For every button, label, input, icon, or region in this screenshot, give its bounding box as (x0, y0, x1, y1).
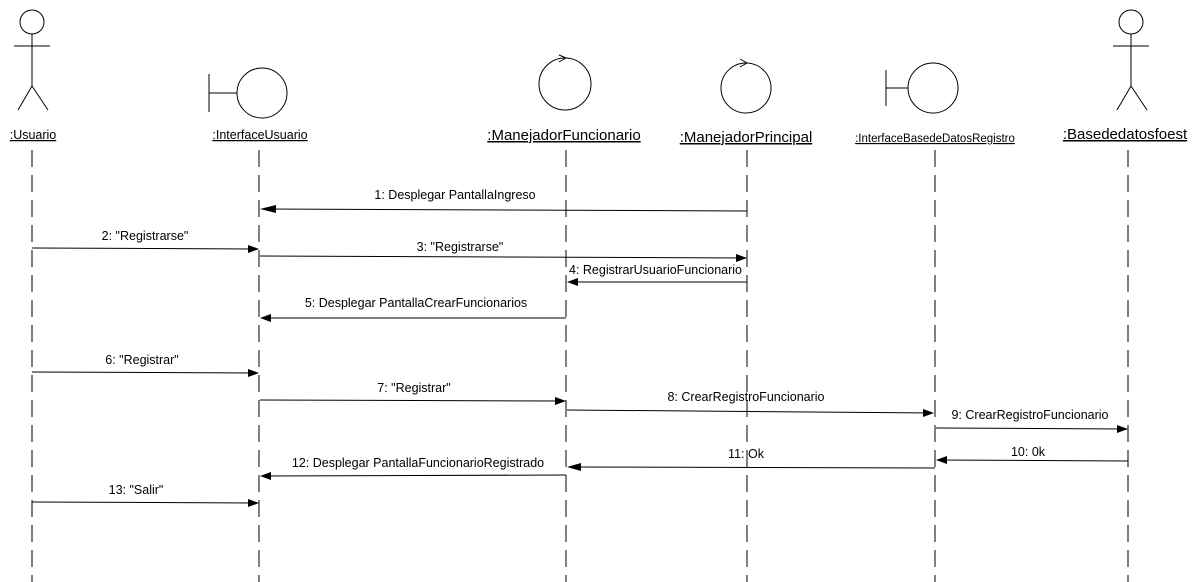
arrowhead-icon (736, 254, 747, 262)
participant-label-interface-bd-registro: :InterfaceBasedeDatosRegistro (855, 133, 1015, 145)
message-8: 8: CrearRegistroFuncionario (566, 390, 934, 417)
arrowhead-icon (260, 205, 276, 213)
actor-basededatos-icon (1113, 9, 1149, 111)
arrowhead-icon (555, 397, 566, 405)
arrowhead-icon (567, 463, 581, 471)
control-manejador-funcionario-icon (538, 54, 592, 111)
message-label-4: 4: RegistrarUsuarioFuncionario (569, 263, 742, 277)
message-label-1: 1: Desplegar PantallaIngreso (374, 188, 535, 202)
participant-label-usuario: :Usuario (10, 128, 57, 142)
message-3: 3: "Registrarse" (259, 240, 747, 262)
message-label-3: 3: "Registrarse" (417, 240, 504, 254)
arrowhead-icon (260, 314, 271, 322)
arrowhead-icon (260, 472, 271, 480)
message-label-8: 8: CrearRegistroFuncionario (667, 390, 824, 404)
message-label-13: 13: "Salir" (109, 483, 164, 497)
message-10: 10: 0k (936, 445, 1129, 464)
arrowhead-icon (248, 499, 259, 507)
message-7: 7: "Registrar" (259, 381, 566, 405)
message-label-7: 7: "Registrar" (377, 381, 450, 395)
participant-label-manejador-principal: :ManejadorPrincipal (680, 129, 813, 146)
message-6: 6: "Registrar" (31, 353, 259, 377)
arrowhead-icon (923, 409, 934, 417)
participant-label-interface-usuario: :InterfaceUsuario (212, 128, 307, 142)
message-label-9: 9: CrearRegistroFuncionario (951, 408, 1108, 422)
message-9: 9: CrearRegistroFuncionario (935, 408, 1128, 433)
message-13: 13: "Salir" (31, 483, 259, 507)
message-12: 12: Desplegar PantallaFuncionarioRegistr… (260, 456, 567, 480)
participant-label-manejador-funcionario: :ManejadorFuncionario (487, 127, 640, 144)
actor-usuario-icon (14, 9, 50, 111)
message-4: 4: RegistrarUsuarioFuncionario (567, 263, 747, 286)
message-1: 1: Desplegar PantallaIngreso (260, 188, 748, 213)
message-label-2: 2: "Registrarse" (102, 229, 189, 243)
arrowhead-icon (567, 278, 578, 286)
participant-label-basededatos: :Basededatosfoest (1063, 126, 1188, 143)
message-label-5: 5: Desplegar PantallaCrearFuncionarios (305, 296, 527, 310)
message-label-6: 6: "Registrar" (105, 353, 178, 367)
message-11: 11: Ok (567, 447, 936, 471)
message-label-11: 11: Ok (728, 447, 765, 461)
message-label-10: 10: 0k (1011, 445, 1046, 459)
boundary-interface-bd-registro-icon (885, 62, 959, 114)
control-manejador-principal-icon (720, 58, 772, 114)
arrowhead-icon (248, 245, 259, 253)
arrowhead-icon (936, 456, 947, 464)
arrowhead-icon (248, 369, 259, 377)
message-5: 5: Desplegar PantallaCrearFuncionarios (260, 296, 566, 322)
message-label-12: 12: Desplegar PantallaFuncionarioRegistr… (292, 456, 544, 470)
message-2: 2: "Registrarse" (31, 229, 259, 253)
arrowhead-icon (1117, 425, 1128, 433)
boundary-interface-usuario-icon (208, 67, 288, 119)
